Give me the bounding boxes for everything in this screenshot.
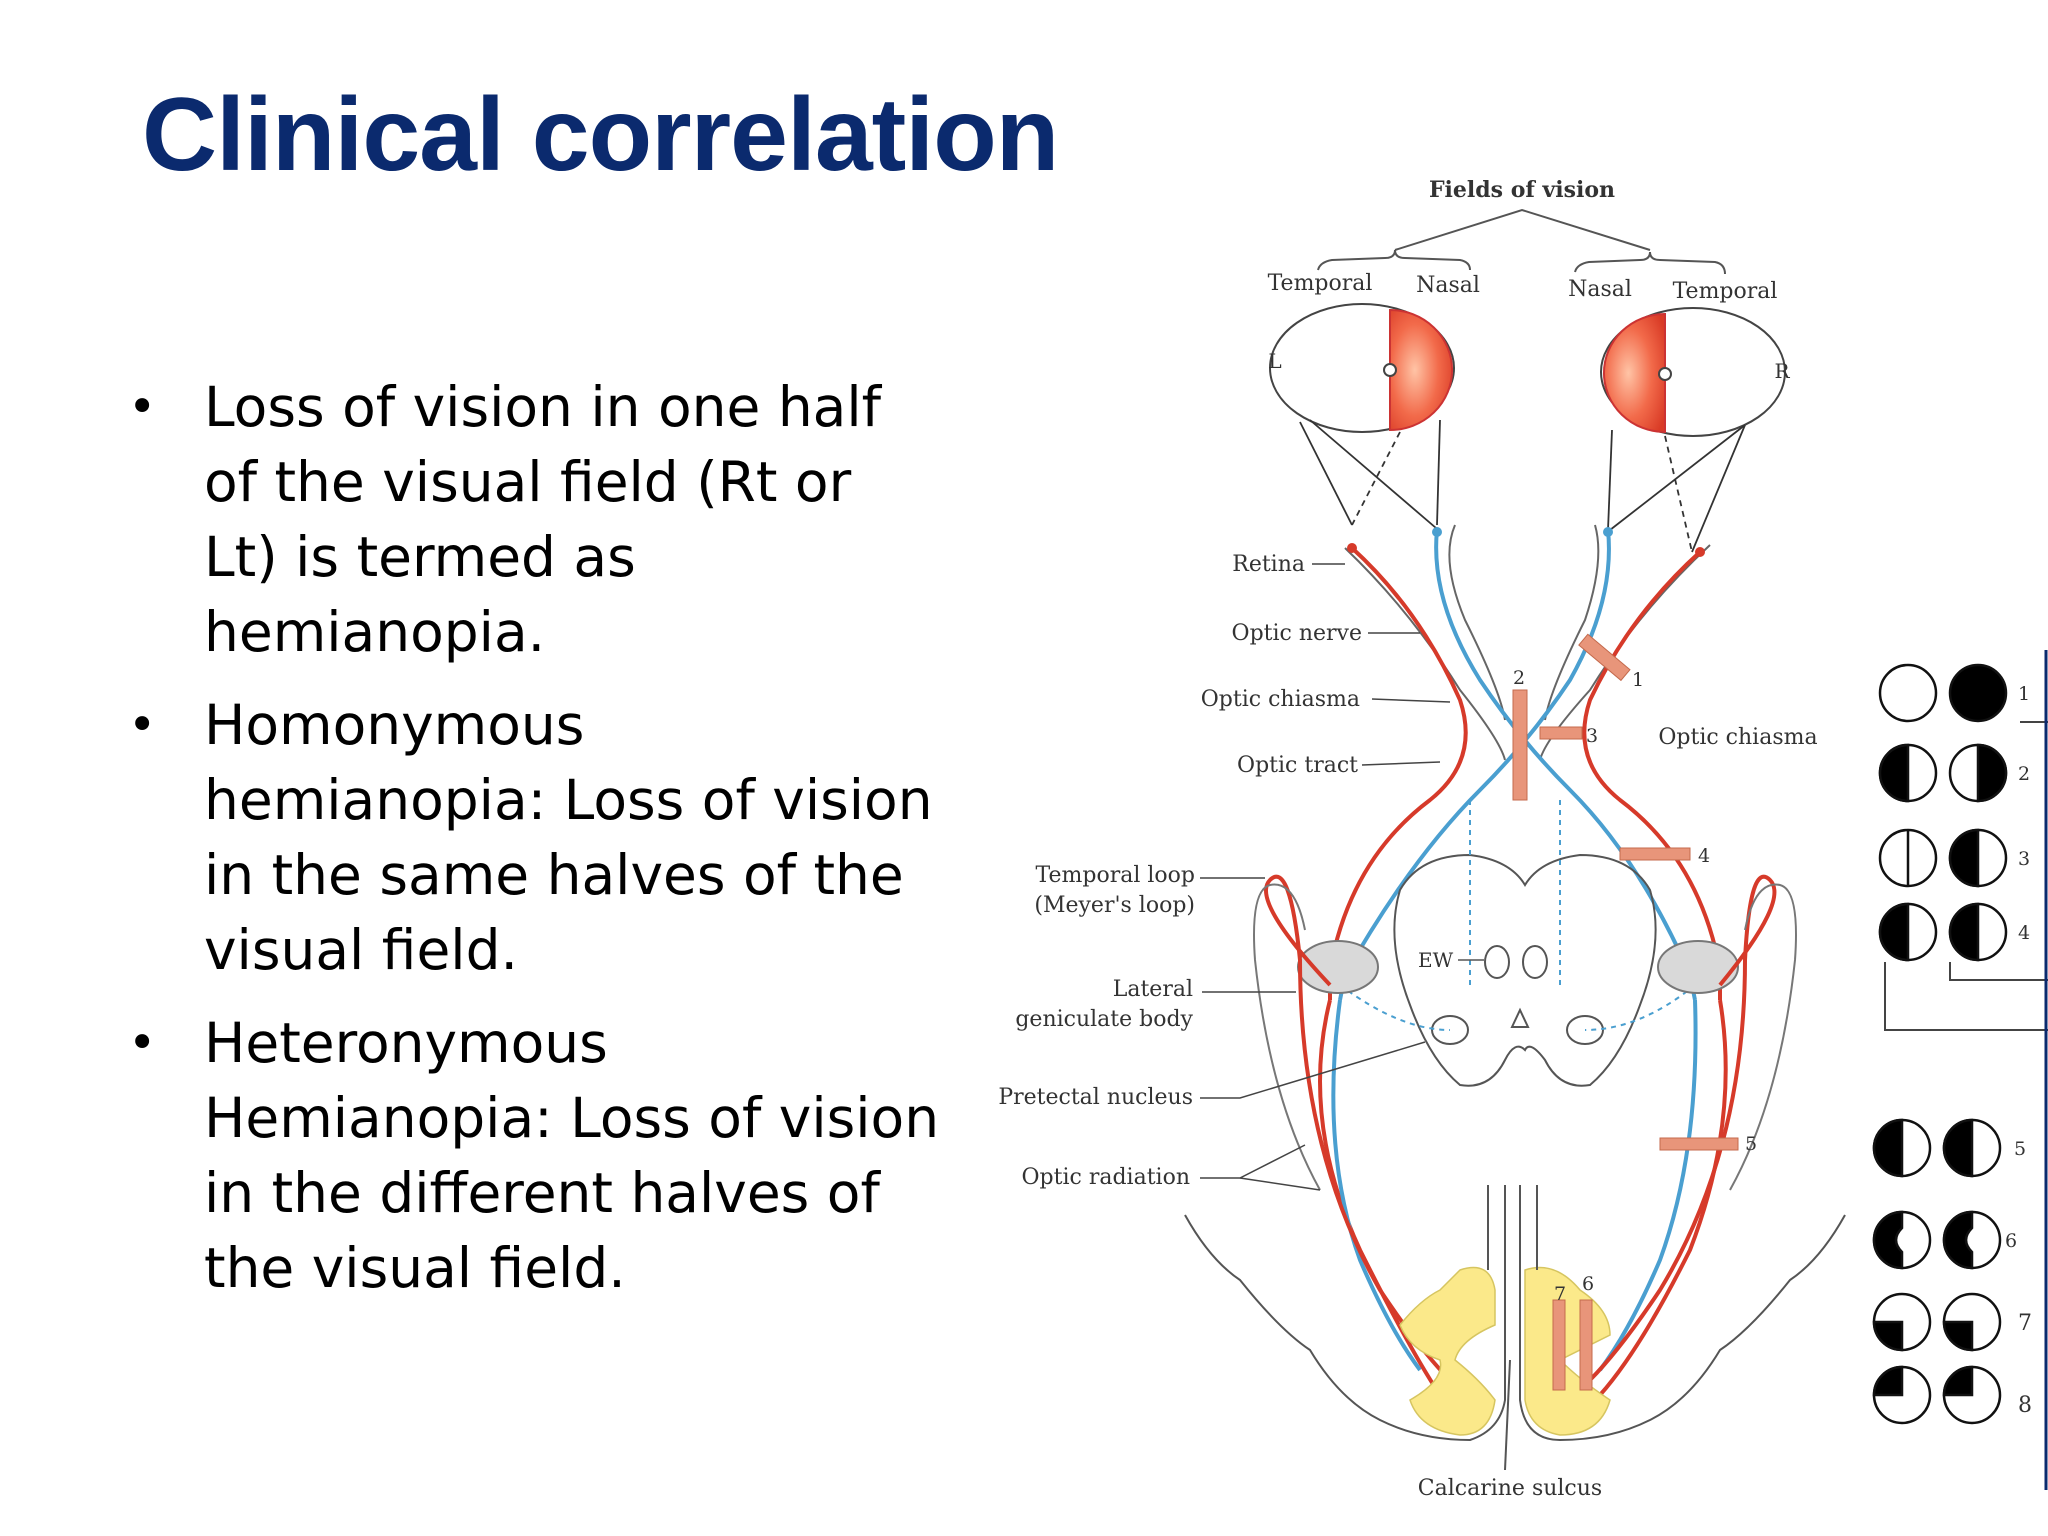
temporal-loop-label: Temporal loop [1036,863,1195,888]
fields-brace [1317,208,1726,275]
calcarine-lines [1487,1185,1538,1471]
defect-number-1: 1 [2018,683,2030,705]
optic-radiation-label: Optic radiation [1022,1165,1190,1190]
ew-label: EW [1418,948,1454,972]
pretectal-pathway [1339,800,1696,1031]
bullet-text: Heteronymous Hemianopia: Loss of vision … [204,1011,940,1300]
nerve-sheath [1344,524,1711,761]
bullet-dot: • [128,1015,157,1071]
calcarine-sulcus-label: Calcarine sulcus [1418,1476,1602,1501]
left-temporal-label: Temporal [1268,271,1373,296]
lesion-number-3: 3 [1586,725,1598,747]
lesion-markers [1512,633,1739,1391]
bullet-dot: • [128,697,157,753]
bullet-dot: • [128,379,157,435]
left-visual-field [1269,303,1455,433]
pretectal-nucleus-label: Pretectal nucleus [998,1085,1193,1110]
defect-number-3: 3 [2018,848,2030,870]
right-temporal-label: Temporal [1673,279,1778,304]
bullet-text: Homonymous hemianopia: Loss of vision in… [204,693,933,982]
lesion-number-1: 1 [1632,669,1644,691]
right-visual-cortex [1524,1266,1611,1436]
occipital-outline [1184,1185,1846,1442]
optic-chiasma-label: Optic chiasma [1201,687,1360,712]
defect-number-6: 6 [2005,1230,2017,1252]
optic-tract-label: Optic tract [1237,753,1358,778]
right-lateral-geniculate-body [1657,940,1739,994]
optic-chiasma-right-label: Optic chiasma [1658,725,1817,750]
lesion-number-4: 4 [1698,845,1710,867]
temporal-lobe-outlines [1253,883,1797,1191]
right-nasal-label: Nasal [1568,277,1632,302]
defect-number-2: 2 [2018,763,2030,785]
bullet-item: • Loss of vision in one half of the visua… [120,370,940,670]
slide-title: Clinical correlation [142,77,1059,193]
midbrain [1393,853,1657,1087]
defect-number-4: 4 [2018,922,2030,944]
left-visual-cortex [1399,1266,1496,1436]
retina-label: Retina [1232,552,1305,577]
lesion-number-6: 6 [1582,1273,1594,1295]
optic-nerve-label: Optic nerve [1232,621,1362,646]
bullet-text: Loss of vision in one half of the visual… [204,375,882,664]
defect-number-7: 7 [2018,1311,2032,1336]
defect-bracket-lines [1884,721,2048,1031]
meyers-loop-label: (Meyer's loop) [1034,893,1195,918]
fields-of-vision-heading: Fields of vision [1429,177,1615,203]
leader-lines [1200,563,1451,1191]
lesion-number-5: 5 [1745,1133,1757,1155]
bullet-item: • Homonymous hemianopia: Loss of vision i… [120,688,940,988]
left-side-label: L [1268,349,1281,373]
lesion-number-7: 7 [1554,1283,1566,1305]
light-rays [1299,419,1746,553]
defect-icons [1872,663,2008,1425]
lgb-label-line2: geniculate body [1015,1007,1193,1032]
meyers-loops [1264,874,1777,1382]
right-visual-field [1600,307,1786,437]
nasal-fibers [1331,529,1698,1372]
retina-dots [1347,527,1705,557]
lgb-label-line1: Lateral [1113,977,1193,1002]
lesion-number-2: 2 [1513,667,1525,689]
defect-number-5: 5 [2014,1138,2026,1160]
left-lateral-geniculate-body [1297,940,1379,994]
bullet-list: • Loss of vision in one half of the visua… [120,370,940,1324]
left-nasal-label: Nasal [1416,273,1480,298]
right-side-label: R [1774,359,1790,383]
defect-number-8: 8 [2018,1393,2032,1418]
bullet-item: • Heteronymous Hemianopia: Loss of vision… [120,1006,940,1306]
